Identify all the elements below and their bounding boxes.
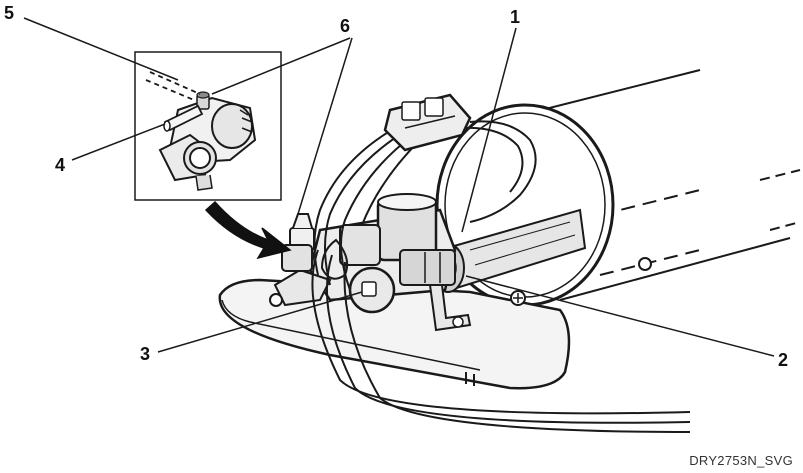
wire-harness [311, 120, 691, 433]
leader-lines [23, 17, 775, 357]
callout-5: 5 [4, 3, 15, 23]
gas-inlet-port [348, 266, 396, 314]
mounting-base-plate [218, 278, 571, 390]
figure-code: DRY2753N_SVG [689, 453, 793, 468]
detail-arrow [204, 200, 292, 260]
tube-screw [638, 257, 652, 271]
pressure-tap-fitting [281, 213, 315, 272]
callout-6: 6 [340, 16, 351, 36]
callout-1: 1 [510, 7, 521, 27]
callout-2: 2 [778, 350, 789, 370]
wire-connector [383, 93, 472, 152]
callout-4: 4 [55, 155, 66, 175]
callout-3: 3 [140, 344, 151, 364]
